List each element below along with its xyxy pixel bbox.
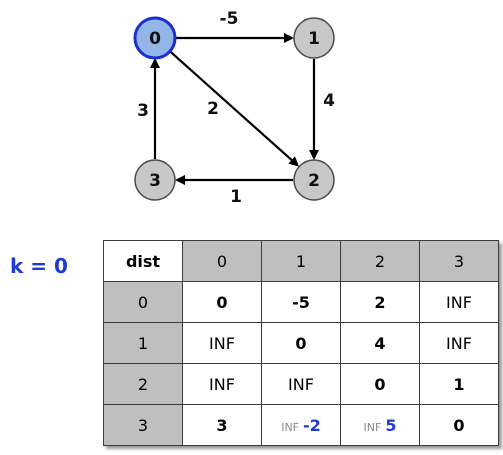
graph-diagram: -5 4 2 1 3 0 1 2 3 — [133, 9, 335, 207]
node-3: 3 — [134, 159, 176, 201]
updated-value: -2 — [303, 415, 321, 435]
previous-value: INF — [281, 420, 300, 434]
edge-weight-3-0: 3 — [137, 101, 149, 121]
table-cell: 4 — [340, 322, 420, 364]
edge-weight-2-3: 1 — [230, 187, 242, 207]
row-header: 3 — [103, 404, 183, 446]
table-corner-label: dist — [103, 240, 183, 282]
node-label: 3 — [149, 171, 161, 191]
updated-value: 5 — [385, 415, 397, 435]
row-header: 1 — [103, 322, 183, 364]
table-cell: INF — [182, 363, 262, 405]
row-header: 2 — [103, 363, 183, 405]
table-cell: INF — [419, 281, 499, 323]
edge-weight-0-1: -5 — [220, 9, 239, 29]
table-cell: 3 — [182, 404, 262, 446]
node-2: 2 — [293, 159, 335, 201]
table-cell: 0 — [261, 322, 341, 364]
node-label: 0 — [149, 29, 161, 49]
table-cell: INF — [182, 322, 262, 364]
node-circle — [134, 159, 176, 201]
node-label: 2 — [308, 171, 320, 191]
edge-weight-1-2: 4 — [323, 91, 335, 111]
edge-0-2 — [169, 51, 300, 167]
table-cell: INF — [261, 363, 341, 405]
table-cell: 0 — [340, 363, 420, 405]
updated-cell: INF-2 — [261, 404, 341, 446]
node-0: 0 — [133, 16, 177, 60]
table-cell: 0 — [419, 404, 499, 446]
iteration-label: k = 0 — [10, 254, 68, 278]
column-header: 3 — [419, 240, 499, 282]
node-circle — [133, 16, 177, 60]
node-1: 1 — [293, 17, 335, 59]
column-header: 0 — [182, 240, 262, 282]
table-cell: 1 — [419, 363, 499, 405]
table-cell: 0 — [182, 281, 262, 323]
table-cell: 2 — [340, 281, 420, 323]
previous-value: INF — [363, 420, 382, 434]
edge-weight-0-2: 2 — [207, 99, 219, 119]
node-label: 1 — [308, 29, 320, 49]
column-header: 2 — [340, 240, 420, 282]
node-circle — [293, 159, 335, 201]
table-cell: -5 — [261, 281, 341, 323]
node-circle — [293, 17, 335, 59]
column-header: 1 — [261, 240, 341, 282]
table-cell: INF — [419, 322, 499, 364]
row-header: 0 — [103, 281, 183, 323]
